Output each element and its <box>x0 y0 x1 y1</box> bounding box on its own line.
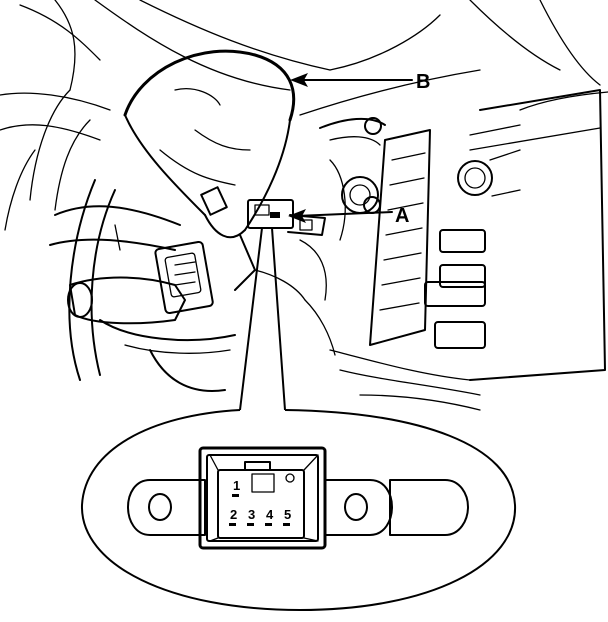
callout-label-b: B <box>416 71 430 93</box>
connector-detail-callout <box>80 409 517 612</box>
connector-face <box>217 469 305 539</box>
steering-wheel <box>68 49 326 392</box>
callout-leaders <box>239 73 413 411</box>
pin-number-1: 1 <box>233 478 240 493</box>
combination-switch-stalk <box>49 205 214 325</box>
pin-number-4: 4 <box>266 507 274 522</box>
pin-number-5: 5 <box>284 507 291 522</box>
pin-number-3: 3 <box>248 507 255 522</box>
callout-label-a: A <box>395 205 409 227</box>
connector-housing <box>198 446 327 550</box>
pin-terminals <box>229 494 290 526</box>
dashboard-outline <box>0 0 608 411</box>
pin-number-2: 2 <box>230 507 237 522</box>
